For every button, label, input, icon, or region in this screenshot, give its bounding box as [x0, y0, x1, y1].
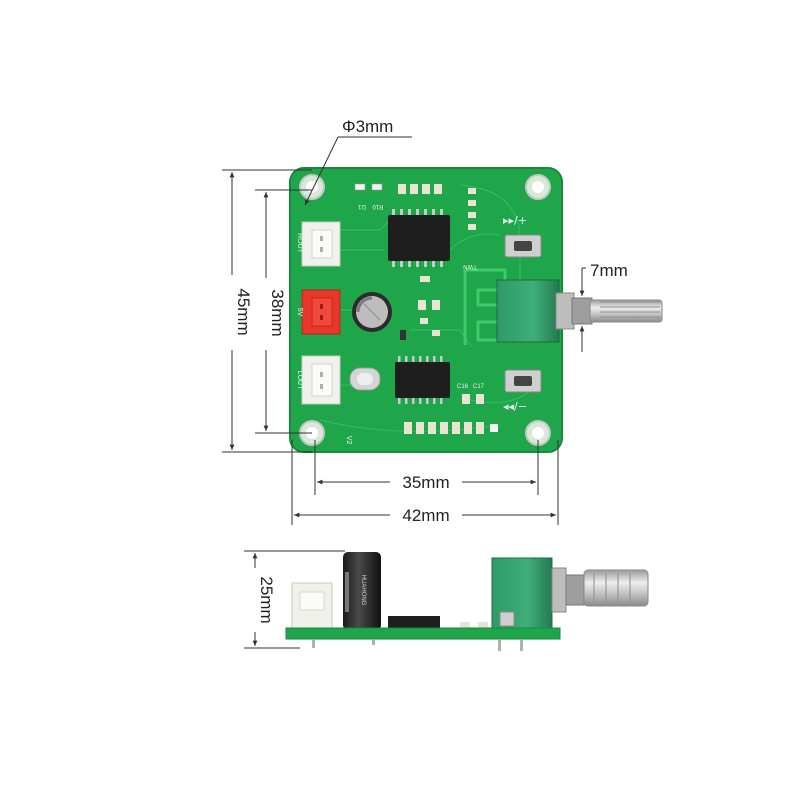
label-c16: C16 — [457, 384, 469, 390]
label-r10: R10 — [372, 203, 384, 209]
pcb-top-view: ROUT 5V LOUT V2 D1 R10 C16 C17 — [289, 167, 663, 453]
bluetooth-chip — [395, 356, 450, 404]
volume-potentiometer[interactable] — [496, 279, 663, 343]
dim-side-height: 25mm — [257, 576, 276, 623]
previous-minus-icon: ◂◂/− — [503, 400, 527, 413]
pcb-side-view: HUAHONG — [285, 552, 649, 651]
label-v2: V2 — [345, 436, 352, 445]
dim-board-width: 42mm — [402, 506, 449, 525]
left-output-connector — [301, 355, 341, 405]
crystal-oscillator — [349, 367, 381, 391]
dim-hole-spacing-vertical: 38mm — [268, 289, 287, 336]
previous-button[interactable] — [504, 369, 542, 393]
dim-shaft-diameter: 7mm — [590, 261, 628, 280]
power-connector — [301, 289, 341, 335]
label-bluetooth: TWN — [463, 263, 477, 269]
label-c17: C17 — [473, 384, 485, 390]
smd-components — [354, 183, 498, 434]
electrolytic-capacitor-top — [352, 292, 392, 332]
amplifier-chip — [388, 209, 450, 267]
right-output-connector — [301, 221, 341, 267]
next-button[interactable] — [504, 234, 542, 258]
label-d1: D1 — [358, 203, 366, 209]
dim-hole-diameter: Φ3mm — [342, 117, 393, 136]
side-dimension-lines — [244, 550, 345, 649]
capacitor-side-text: HUAHONG — [360, 575, 366, 606]
label-rout: ROUT — [296, 233, 303, 254]
dim-board-height: 45mm — [234, 288, 253, 335]
next-plus-icon: ▸▸/+ — [503, 214, 527, 227]
label-5v: 5V — [296, 308, 303, 317]
label-lout: LOUT — [296, 371, 303, 390]
dim-hole-spacing-horizontal: 35mm — [402, 473, 449, 492]
dimension-lines — [222, 136, 586, 525]
